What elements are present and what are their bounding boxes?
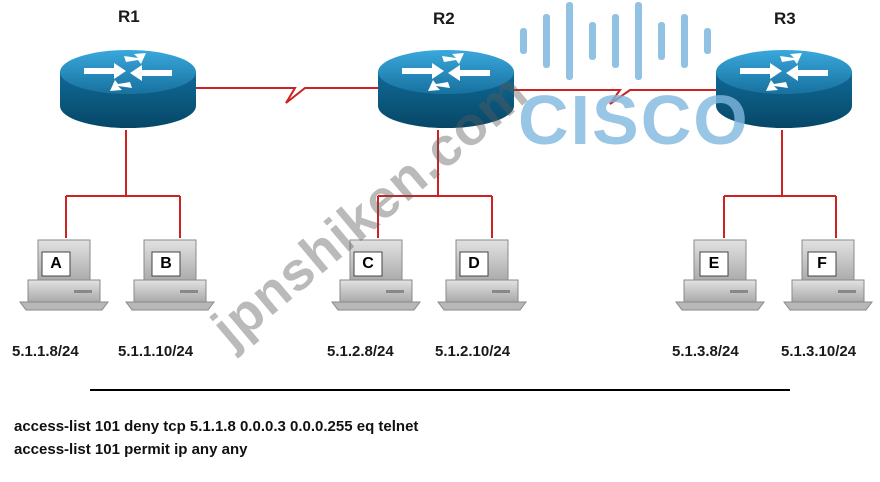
host-c-ip: 5.1.2.8/24 [327, 343, 394, 360]
host-a-ip: 5.1.1.8/24 [12, 343, 79, 360]
host-f-ip: 5.1.3.10/24 [781, 343, 857, 360]
lan-r3 [723, 130, 837, 238]
host-b-ip: 5.1.1.10/24 [118, 343, 194, 360]
serial-link-r2-r3 [514, 89, 720, 105]
router-r2-label: R2 [433, 9, 455, 28]
cisco-logo-watermark [520, 2, 711, 80]
links [65, 87, 837, 238]
lan-r1 [65, 130, 181, 238]
host-d-ip: 5.1.2.10/24 [435, 343, 511, 360]
lan-r2 [377, 130, 493, 238]
router-r1-label: R1 [118, 7, 140, 26]
host-d-label: D [468, 255, 480, 272]
cisco-logo-text: CISCO [518, 81, 750, 159]
router-r1-icon [60, 50, 196, 128]
host-f-label: F [817, 255, 827, 272]
divider-line [90, 389, 790, 391]
host-b-label: B [160, 255, 172, 272]
host-c-label: C [362, 255, 374, 272]
serial-link-r1-r2 [196, 87, 378, 104]
router-r3-label: R3 [774, 9, 796, 28]
host-a-label: A [50, 255, 62, 272]
host-e-label: E [708, 255, 720, 272]
acl-line-2: access-list 101 permit ip any any [14, 441, 248, 458]
acl-line-1: access-list 101 deny tcp 5.1.1.8 0.0.0.3… [14, 418, 419, 435]
host-e-ip: 5.1.3.8/24 [672, 343, 739, 360]
